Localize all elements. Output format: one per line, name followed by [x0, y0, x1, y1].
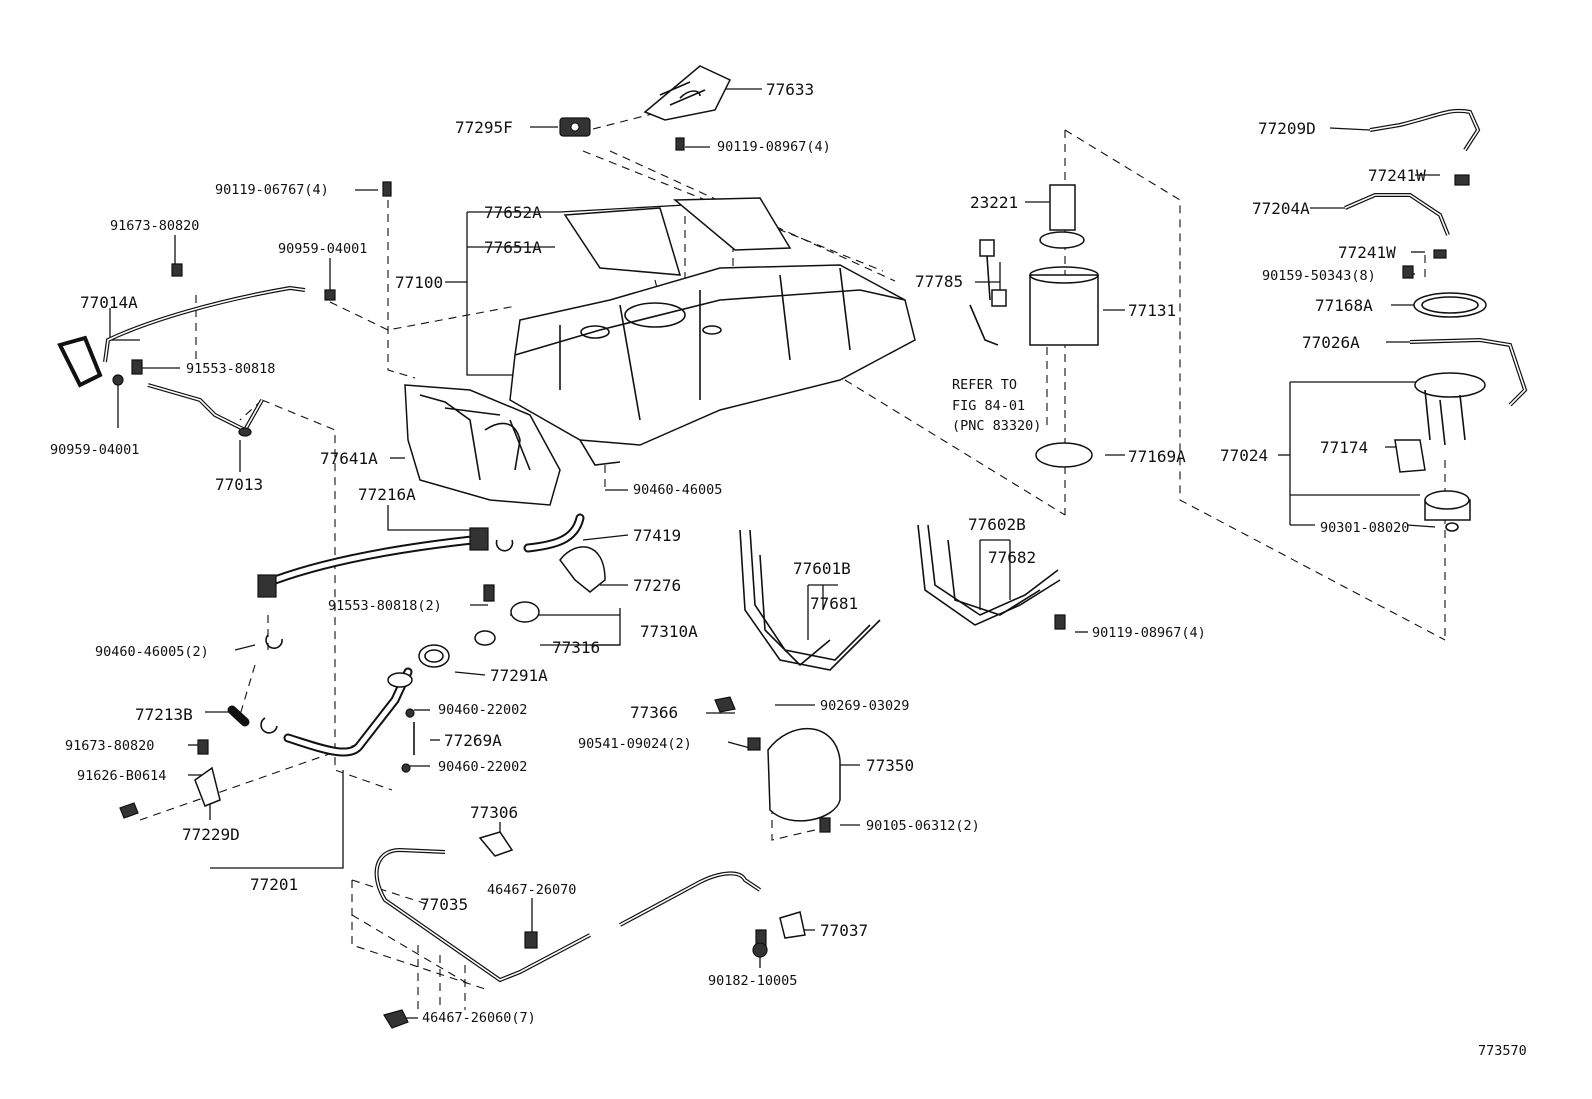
refer-to-line-1: REFER TO [952, 377, 1017, 393]
label-77785: 77785 [915, 272, 963, 291]
label-23221: 23221 [970, 193, 1018, 212]
label-77131: 77131 [1128, 301, 1176, 320]
label-91553-80818: 91553-80818 [186, 361, 275, 377]
part-77276 [559, 546, 606, 593]
label-77602B: 77602B [968, 515, 1026, 534]
label-77201: 77201 [250, 875, 298, 894]
label-77291A: 77291A [490, 666, 548, 685]
label-46467-26070: 46467-26070 [487, 882, 576, 898]
filler-pipe-77201 [194, 634, 450, 807]
figure-number: 773570 [1478, 1043, 1527, 1059]
breather-tube-77014A [57, 285, 306, 437]
label-90269-03029: 90269-03029 [820, 698, 909, 714]
label-77026A: 77026A [1302, 333, 1360, 352]
label-90182-10005: 90182-10005 [708, 973, 797, 989]
label-91673-80820a: 91673-80820 [110, 218, 199, 234]
label-77295F: 77295F [455, 118, 513, 137]
label-77209D: 77209D [1258, 119, 1316, 138]
label-90959-04001b: 90959-04001 [50, 442, 139, 458]
tank-protector-77641A [404, 384, 561, 506]
label-77601B: 77601B [793, 559, 851, 578]
label-90460-46005-2: 90460-46005(2) [95, 644, 209, 660]
label-91673-80820b: 91673-80820 [65, 738, 154, 754]
label-77168A: 77168A [1315, 296, 1373, 315]
label-77014A: 77014A [80, 293, 138, 312]
hose-77419 [523, 513, 585, 553]
label-77241W-a: 77241W [1368, 166, 1426, 185]
label-90541-09024-2: 90541-09024(2) [578, 736, 692, 752]
label-77681: 77681 [810, 594, 858, 613]
label-77366: 77366 [630, 703, 678, 722]
label-77651A: 77651A [484, 238, 542, 257]
label-77035: 77035 [420, 895, 468, 914]
label-77204A: 77204A [1252, 199, 1310, 218]
label-77100: 77100 [395, 273, 443, 292]
label-77037: 77037 [820, 921, 868, 940]
label-77269A: 77269A [444, 731, 502, 750]
label-90119-06767-4: 90119-06767(4) [215, 182, 329, 198]
refer-to-line-3: (PNC 83320) [952, 418, 1041, 434]
label-91553-80818-2: 91553-80818(2) [328, 598, 442, 614]
label-77350: 77350 [866, 756, 914, 775]
label-77213B: 77213B [135, 705, 193, 724]
label-77174: 77174 [1320, 438, 1368, 457]
label-77316: 77316 [552, 638, 600, 657]
label-46467-26060-7: 46467-26060(7) [422, 1010, 536, 1026]
sender-gauge-77024 [1344, 108, 1528, 532]
label-90959-04001a: 90959-04001 [278, 241, 367, 257]
insulator-pads [563, 197, 792, 276]
cap-77310A [474, 601, 540, 646]
label-77310A: 77310A [640, 622, 698, 641]
tank-bands [739, 524, 1061, 671]
label-90301-08020: 90301-08020 [1320, 520, 1409, 536]
label-90105-06312-2: 90105-06312(2) [866, 818, 980, 834]
label-77229D: 77229D [182, 825, 240, 844]
part-number-labels: 77633 77295F 90119-08967(4) 90119-06767(… [50, 80, 1527, 1059]
label-90119-08967-4b: 90119-08967(4) [1092, 625, 1206, 641]
label-77633: 77633 [766, 80, 814, 99]
bolts [112, 137, 1414, 947]
heat-shield-77633 [643, 65, 732, 121]
label-77169A: 77169A [1128, 447, 1186, 466]
fuel-lid-77350 [714, 696, 841, 822]
refer-to-line-2: FIG 84-01 [952, 398, 1025, 414]
label-77013: 77013 [215, 475, 263, 494]
label-77419: 77419 [633, 526, 681, 545]
label-77276: 77276 [633, 576, 681, 595]
clamp-77295F [559, 117, 591, 137]
label-90460-46005a: 90460-46005 [633, 482, 722, 498]
label-90159-50343-8: 90159-50343(8) [1262, 268, 1376, 284]
leader-lines [109, 88, 1440, 1019]
label-90460-22002a: 90460-22002 [438, 702, 527, 718]
label-77652A: 77652A [484, 203, 542, 222]
label-77306: 77306 [470, 803, 518, 822]
label-77216A: 77216A [358, 485, 416, 504]
label-77641A: 77641A [320, 449, 378, 468]
lid-cable-77035 [374, 831, 806, 1029]
label-91626-B0614: 91626-B0614 [77, 768, 166, 784]
label-77241W-b: 77241W [1338, 243, 1396, 262]
label-90460-22002b: 90460-22002 [438, 759, 527, 775]
label-77682: 77682 [988, 548, 1036, 567]
inlet-hose-77216A [257, 527, 514, 598]
label-90119-08967-4a: 90119-08967(4) [717, 139, 831, 155]
fuel-tank-77100 [509, 264, 916, 466]
label-77024: 77024 [1220, 446, 1268, 465]
fuel-pump-assembly [969, 184, 1099, 468]
